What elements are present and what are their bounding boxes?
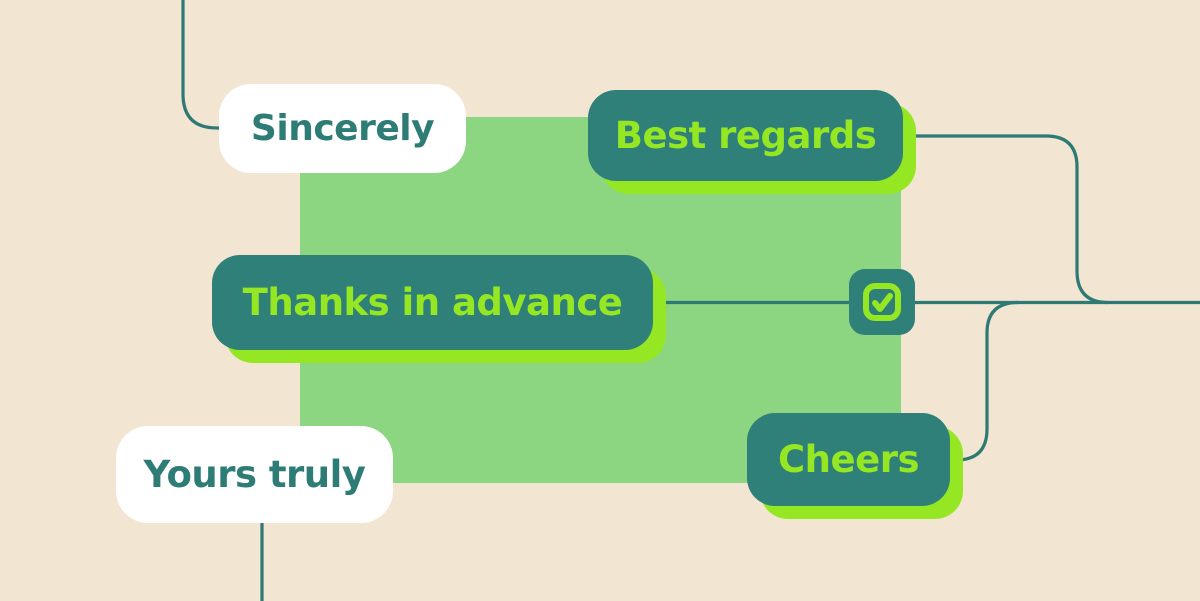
node-thanks-in-advance-label: Thanks in advance (242, 281, 623, 324)
node-sincerely: Sincerely (219, 84, 466, 173)
node-best-regards: Best regards (588, 90, 903, 181)
node-thanks-in-advance: Thanks in advance (212, 255, 653, 350)
checkbox-checked-icon (863, 283, 901, 321)
connector-best-regards-down (903, 134, 1109, 305)
connector-branch-to-cheers (948, 300, 1019, 462)
node-cheers-label: Cheers (778, 438, 919, 481)
connector-top-to-sincerely (181, 0, 224, 130)
node-cheers: Cheers (747, 413, 950, 506)
node-yours-truly-label: Yours truly (143, 453, 366, 496)
node-sincerely-label: Sincerely (250, 108, 435, 149)
checkbox-badge (849, 269, 915, 335)
node-yours-truly: Yours truly (116, 426, 393, 523)
node-best-regards-label: Best regards (614, 114, 877, 157)
